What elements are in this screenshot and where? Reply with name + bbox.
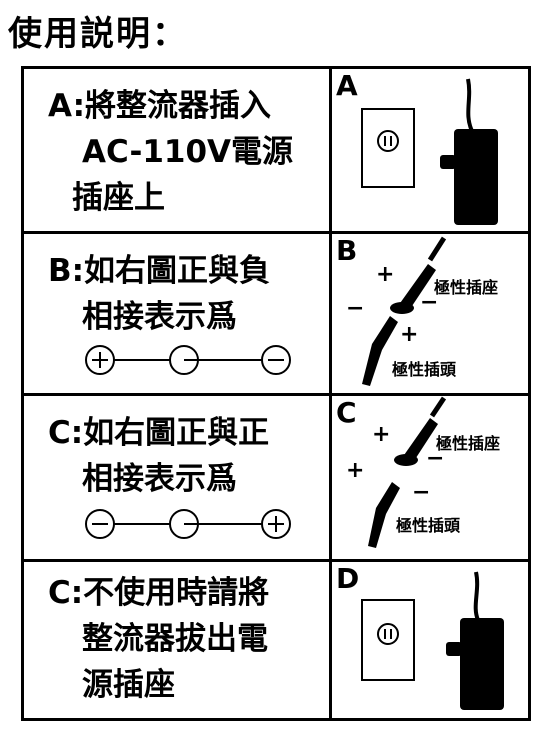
adapter-plugged-illustration (361, 78, 498, 225)
illustration-letter: C (336, 396, 357, 429)
socket-label: 極性插座 (436, 434, 501, 453)
instruction-line: C:如右圖正與正 (48, 415, 270, 451)
instruction-line: 插座上 (72, 180, 165, 216)
adapter-prong (446, 642, 462, 656)
page-title: 使用説明： (8, 14, 188, 54)
instruction-line: 整流器拔出電 (82, 621, 268, 657)
outlet-socket (377, 130, 399, 152)
illustration-cell-b: B + − − + 極性插座 極性插頭 (332, 234, 528, 393)
instruction-cell-b: B:如右圖正與負 相接表示爲 (24, 234, 332, 393)
plus-sign: + (400, 322, 419, 347)
illustration-letter: B (336, 234, 358, 267)
plug-connector (362, 316, 398, 386)
socket-connector (398, 264, 436, 312)
polarity-symbol-c (85, 509, 291, 539)
plug-label: 極性插頭 (396, 516, 461, 535)
polarity-symbol-b (85, 345, 291, 375)
illustration-cell-a: A (332, 69, 528, 231)
adapter-unplugged-illustration (361, 571, 504, 710)
instruction-line: C:不使用時請將 (48, 575, 270, 611)
instruction-line: 相接表示爲 (82, 299, 237, 335)
plus-circle-icon (261, 509, 291, 539)
table-row-b: B:如右圖正與負 相接表示爲 B + − − + (24, 234, 528, 396)
instruction-cell-a: A:將整流器插入 AC-110V電源 插座上 (24, 69, 332, 231)
connector-illustration-c (368, 396, 447, 548)
adapter-body (454, 129, 498, 225)
connector-illustration-b (362, 236, 447, 386)
minus-sign: − (346, 296, 365, 321)
plug-connector (368, 482, 400, 548)
instruction-cell-c: C:如右圖正與正 相接表示爲 (24, 396, 332, 559)
instruction-line: 源插座 (82, 667, 175, 703)
wall-outlet (361, 599, 415, 681)
minus-sign: − (426, 446, 445, 471)
instruction-line: B:如右圖正與負 (48, 253, 271, 289)
minus-sign: − (412, 480, 431, 505)
illustration-letter: D (336, 562, 360, 595)
outlet-socket (377, 623, 399, 645)
wall-outlet (361, 108, 415, 188)
socket-connector (402, 418, 438, 464)
illustration-cell-c: C + − + − 極性插座 極性插頭 (332, 396, 528, 559)
plug-label: 極性插頭 (392, 360, 457, 379)
instruction-line: AC-110V電源 (82, 134, 294, 170)
plus-sign: + (346, 458, 365, 483)
illustration-letter: A (336, 69, 358, 102)
instruction-cell-d: C:不使用時請將 整流器拔出電 源插座 (24, 562, 332, 718)
minus-circle-icon (261, 345, 291, 375)
table-row-d: C:不使用時請將 整流器拔出電 源插座 D (24, 562, 528, 718)
socket-label: 極性插座 (434, 278, 499, 297)
adapter-cord (473, 571, 480, 621)
instruction-line: 相接表示爲 (82, 461, 237, 497)
instruction-line: A:將整流器插入 (48, 88, 271, 124)
plus-sign: + (376, 262, 395, 287)
table-row-a: A:將整流器插入 AC-110V電源 插座上 A (24, 69, 528, 234)
adapter-body (460, 618, 504, 710)
plus-sign: + (372, 422, 391, 447)
minus-sign: − (420, 290, 439, 315)
illustration-cell-d: D (332, 562, 528, 718)
table-row-c: C:如右圖正與正 相接表示爲 C + − + − (24, 396, 528, 562)
instruction-table: A:將整流器插入 AC-110V電源 插座上 A B:如右圖正與負 相接表示爲 (21, 66, 531, 721)
adapter-cord (466, 78, 474, 132)
adapter-prong (440, 155, 456, 169)
